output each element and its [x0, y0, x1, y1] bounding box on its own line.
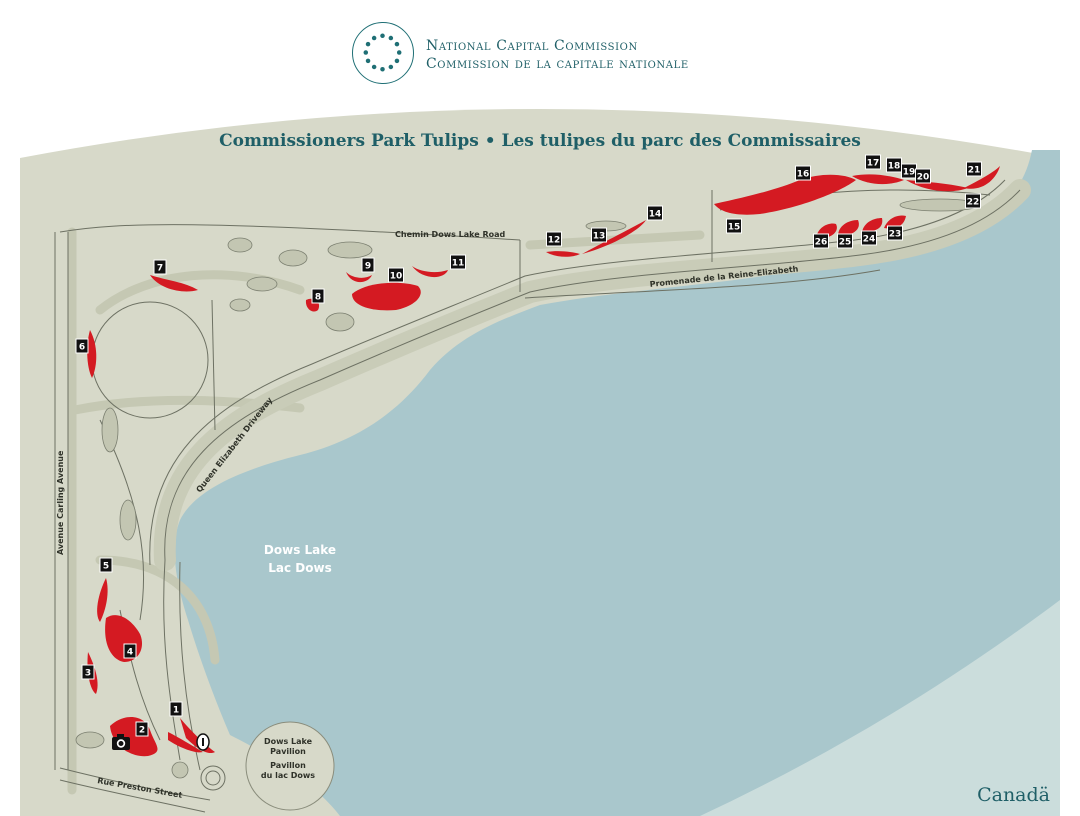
- ncc-logo: [352, 22, 414, 84]
- bed-marker-label: 11: [452, 259, 465, 269]
- road-label-dows-lake-road: Chemin Dows Lake Road: [395, 230, 505, 239]
- bed-marker-3: 3: [81, 664, 95, 680]
- bed-marker-label: 18: [888, 162, 901, 172]
- pavilion-label-en-2: Pavilion: [270, 747, 306, 756]
- bed-marker-15: 15: [726, 218, 742, 234]
- bed-marker-17: 17: [865, 154, 881, 170]
- bed-marker-label: 1: [173, 706, 179, 716]
- pavilion-label-en-1: Dows Lake: [264, 737, 313, 746]
- bed-marker-19: 19: [901, 163, 917, 179]
- bed-marker-label: 15: [728, 223, 741, 233]
- tree-clumps: [75, 198, 981, 779]
- park-outlines: [54, 189, 991, 813]
- tulip-bed: [884, 215, 906, 229]
- lake-water: [174, 150, 1060, 816]
- tulip-bed: [150, 275, 198, 292]
- bed-marker-label: 20: [917, 173, 930, 183]
- tulip-bed: [862, 218, 883, 232]
- bed-marker-label: 9: [365, 262, 371, 272]
- bed-marker-label: 19: [903, 168, 916, 178]
- maple-leaf-ring-icon: [363, 33, 402, 72]
- bed-marker-label: 17: [867, 159, 880, 169]
- bed-marker-12: 12: [546, 231, 562, 247]
- information-icon: [196, 733, 210, 751]
- bed-marker-6: 6: [75, 338, 89, 354]
- tulip-bed: [546, 251, 580, 257]
- bed-marker-label: 14: [649, 210, 662, 220]
- bed-marker-label: 22: [967, 198, 980, 208]
- bed-marker-label: 26: [815, 238, 828, 248]
- bed-marker-label: 4: [127, 648, 133, 658]
- bed-marker-14: 14: [647, 205, 663, 221]
- pavilion-label-fr-1: Pavillon: [270, 761, 306, 770]
- bed-marker-18: 18: [886, 157, 902, 173]
- header: National Capital Commission Commission d…: [352, 22, 772, 88]
- tulip-bed: [97, 578, 108, 622]
- bed-marker-25: 25: [837, 233, 853, 249]
- pavilion-label-fr-2: du lac Dows: [261, 771, 315, 780]
- bed-marker-16: 16: [795, 165, 811, 181]
- bed-marker-26: 26: [813, 233, 829, 249]
- bed-marker-22: 22: [965, 193, 981, 209]
- tulip-bed: [964, 166, 1000, 189]
- org-name-english: National Capital Commission: [426, 38, 638, 54]
- bed-marker-21: 21: [966, 161, 982, 177]
- map-title: Commissioners Park Tulips • Les tulipes …: [219, 131, 861, 151]
- bed-marker-label: 2: [139, 726, 145, 736]
- bed-marker-20: 20: [915, 168, 931, 184]
- bed-marker-1: 1: [169, 701, 183, 717]
- bed-marker-2: 2: [135, 721, 149, 737]
- org-name-french: Commission de la capitale nationale: [426, 56, 689, 72]
- bed-marker-label: 21: [968, 166, 981, 176]
- bed-marker-label: 12: [548, 236, 561, 246]
- bed-marker-label: 7: [157, 264, 163, 274]
- bed-marker-8: 8: [311, 288, 325, 304]
- tulip-bed: [838, 220, 859, 236]
- bed-marker-label: 8: [315, 293, 321, 303]
- pavilion-disc: [245, 721, 335, 811]
- bed-marker-label: 3: [85, 669, 91, 679]
- bed-marker-7: 7: [153, 259, 167, 275]
- bed-marker-label: 24: [863, 235, 876, 245]
- bed-marker-label: 5: [103, 562, 109, 572]
- tulip-bed: [582, 220, 646, 254]
- bed-marker-label: 13: [593, 232, 606, 242]
- bed-marker-label: 10: [390, 272, 403, 282]
- bed-marker-9: 9: [361, 257, 375, 273]
- tulip-bed: [852, 174, 904, 185]
- bed-marker-label: 25: [839, 238, 852, 248]
- bed-marker-label: 16: [797, 170, 810, 180]
- bed-marker-23: 23: [887, 225, 903, 241]
- tulip-bed: [714, 174, 856, 215]
- bed-marker-label: 23: [889, 230, 902, 240]
- bed-marker-11: 11: [450, 254, 466, 270]
- tulip-bed: [346, 272, 372, 283]
- bed-marker-13: 13: [591, 227, 607, 243]
- bed-marker-4: 4: [123, 643, 137, 659]
- tulip-bed: [412, 266, 448, 278]
- road-label-carling: Avenue Carling Avenue: [56, 450, 65, 555]
- lake-label-en: Dows Lake: [264, 543, 336, 557]
- bed-marker-5: 5: [99, 557, 113, 573]
- lake-shimmer: [700, 600, 1060, 816]
- camera-icon: [112, 734, 130, 750]
- tulip-bed: [87, 330, 97, 378]
- lake-label-fr: Lac Dows: [268, 561, 331, 575]
- tulip-bed: [168, 732, 203, 753]
- bed-marker-24: 24: [861, 230, 877, 246]
- bed-marker-label: 6: [79, 343, 85, 353]
- canada-wordmark: Canadä: [977, 784, 1050, 806]
- tulip-bed: [352, 282, 421, 311]
- bed-marker-10: 10: [388, 267, 404, 283]
